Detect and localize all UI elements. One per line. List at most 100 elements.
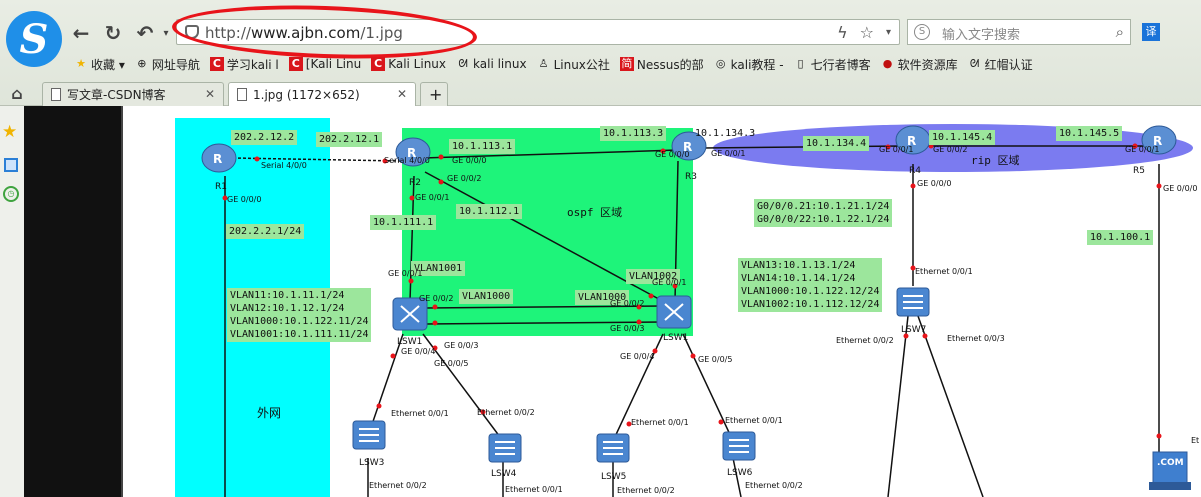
- bookmark-item[interactable]: C[Kali Linu: [288, 57, 362, 71]
- address-bar[interactable]: http://www.ajbn.com/1.jpg ϟ ☆ ▾: [176, 19, 900, 45]
- bookmark-label: Linux公社: [553, 57, 610, 72]
- r1-ge-port: GE 0/0/0: [227, 195, 262, 204]
- link-lsw1-lsw4: [422, 333, 504, 442]
- favorites-star-icon[interactable]: ★: [2, 122, 18, 142]
- link-r2-r3: [422, 149, 679, 159]
- bookmark-label: Kali Linux: [388, 57, 447, 71]
- mushroom-icon: ●: [882, 57, 893, 70]
- back-arrow-icon[interactable]: ←: [72, 21, 90, 45]
- rip-area-label: rip 区域: [971, 154, 1020, 167]
- ip-100-1-label: 10.1.100.1: [1087, 230, 1154, 245]
- bookmark-item[interactable]: ◎kali教程 -: [714, 56, 784, 73]
- url-prefix: http://: [205, 24, 251, 42]
- home-icon[interactable]: ⌂: [11, 83, 23, 103]
- search-box[interactable]: S 输入文字搜索 ⌕: [907, 19, 1131, 45]
- ip-134-4-label: 10.1.134.4: [803, 136, 870, 151]
- lsw2-vlan-label: VLAN13:10.1.13.1/24 VLAN14:10.1.14.1/24 …: [738, 258, 883, 312]
- lsw2-ge001-port: GE 0/0/1: [652, 278, 687, 287]
- url-text[interactable]: http://www.ajbn.com/1.jpg: [205, 24, 403, 42]
- bookmark-item[interactable]: ● 软件资源库: [881, 56, 958, 73]
- close-icon[interactable]: ✕: [396, 87, 407, 101]
- lsw7-eth3-port: Ethernet 0/0/3: [947, 334, 1005, 343]
- r2-ge002-port: GE 0/0/2: [447, 174, 482, 183]
- bookmark-label: 软件资源库: [897, 57, 958, 72]
- l3-switch-lsw1-icon: [392, 297, 428, 331]
- lsw6-eth2-port: Ethernet 0/0/2: [745, 481, 803, 490]
- bookmark-label: kali教程 -: [730, 57, 784, 72]
- r5-ge000-port: GE 0/0/0: [1163, 184, 1198, 193]
- new-tab-button[interactable]: +: [420, 82, 448, 106]
- r5-ge001-port: GE 0/0/1: [1125, 145, 1160, 154]
- lsw7-eth2-port: Ethernet 0/0/2: [836, 336, 894, 345]
- lsw1-ge001-port: GE 0/0/1: [388, 269, 423, 278]
- favorite-star-icon[interactable]: ☆: [859, 23, 874, 42]
- bookmark-label: 学习kali l: [226, 57, 279, 72]
- bookmark-label: 七行者博客: [810, 57, 871, 72]
- url-path: /1.jpg: [360, 24, 403, 42]
- lsw6-name: LSW6: [727, 468, 753, 478]
- lsw2-ge005-port: GE 0/0/5: [698, 355, 733, 364]
- lightning-icon[interactable]: ϟ: [837, 23, 848, 42]
- undo-dropdown-icon[interactable]: ▾: [163, 27, 169, 39]
- bookmark-item[interactable]: ▯七行者博客: [794, 56, 871, 73]
- ip-113-3-label: 10.1.113.3: [600, 126, 667, 141]
- ip-145-4-label: 10.1.145.4: [929, 130, 996, 145]
- tab-csdn[interactable]: 写文章-CSDN博客 ✕: [42, 82, 224, 106]
- close-icon[interactable]: ✕: [204, 87, 215, 101]
- link-lsw1-lsw3: [367, 333, 404, 437]
- ip-134-3-label: 10.1.134.3: [695, 128, 756, 139]
- vlan1002-label: VLAN1002: [626, 269, 681, 284]
- search-engine-icon[interactable]: S: [914, 24, 930, 40]
- outer-network-label: 外网: [257, 406, 282, 420]
- l3-switch-lsw2-icon: [656, 295, 692, 329]
- bookmark-item[interactable]: ⊕网址导航: [135, 56, 200, 73]
- screen-icon[interactable]: [4, 158, 18, 172]
- r4-ge000-port: GE 0/0/0: [917, 179, 952, 188]
- sogou-logo-icon[interactable]: S: [6, 11, 62, 67]
- lsw1-ge002-port: GE 0/0/2: [419, 294, 454, 303]
- globe-icon: ⊕: [137, 57, 147, 70]
- router-r2-icon: R: [395, 137, 431, 167]
- bookmark-label: kali linux: [473, 57, 527, 71]
- address-dropdown-icon[interactable]: ▾: [885, 27, 891, 38]
- lsw5-eth1-port: Ethernet 0/0/1: [631, 418, 689, 427]
- address-tools: ϟ ☆ ▾: [837, 23, 891, 43]
- r3-ge001-port: GE 0/0/1: [711, 149, 746, 158]
- clock-icon[interactable]: ◷: [3, 186, 19, 202]
- bookmark-label: [Kali Linu: [305, 57, 362, 71]
- page-icon: [51, 88, 61, 101]
- page-icon: [237, 88, 247, 101]
- switch-lsw3-icon: [352, 420, 386, 450]
- translate-icon[interactable]: 译: [1142, 23, 1160, 41]
- lsw4-eth2-port: Ethernet 0/0/2: [477, 408, 535, 417]
- lsw2-ge003-port: GE 0/0/3: [610, 324, 645, 333]
- vlan1001-label: VLAN1001: [411, 261, 466, 276]
- c-icon: C: [209, 57, 224, 71]
- refresh-icon[interactable]: ↻: [104, 21, 122, 45]
- lsw3-eth1-port: Ethernet 0/0/1: [391, 409, 449, 418]
- tab-image[interactable]: 1.jpg (1172×652) ✕: [228, 82, 416, 106]
- server-icon: [1149, 451, 1191, 490]
- lsw1-name: LSW1: [397, 337, 423, 347]
- search-placeholder: 输入文字搜索: [942, 28, 1021, 43]
- bookmark-item[interactable]: ♙ Linux公社: [537, 56, 610, 73]
- lsw1-ge004-port: GE 0/0/4: [401, 347, 436, 356]
- undo-icon[interactable]: ↶: [136, 21, 154, 45]
- penguin-icon: ♙: [538, 57, 549, 70]
- r3-ge000-port: GE 0/0/0: [655, 150, 690, 159]
- router-r5-icon: R: [1141, 125, 1177, 155]
- tab-label: 写文章-CSDN博客: [67, 88, 166, 102]
- search-icon[interactable]: ⌕: [1115, 23, 1124, 41]
- vlan1000-a-label: VLAN1000: [459, 289, 514, 304]
- bookmark-item[interactable]: ★收藏 ▾: [74, 56, 125, 73]
- server-com-label: .COM: [1157, 458, 1184, 468]
- lsw5-name: LSW5: [601, 472, 627, 482]
- router-r1-icon: R: [201, 143, 237, 173]
- r2-name: R2: [409, 178, 421, 188]
- r5-name: R5: [1133, 166, 1145, 176]
